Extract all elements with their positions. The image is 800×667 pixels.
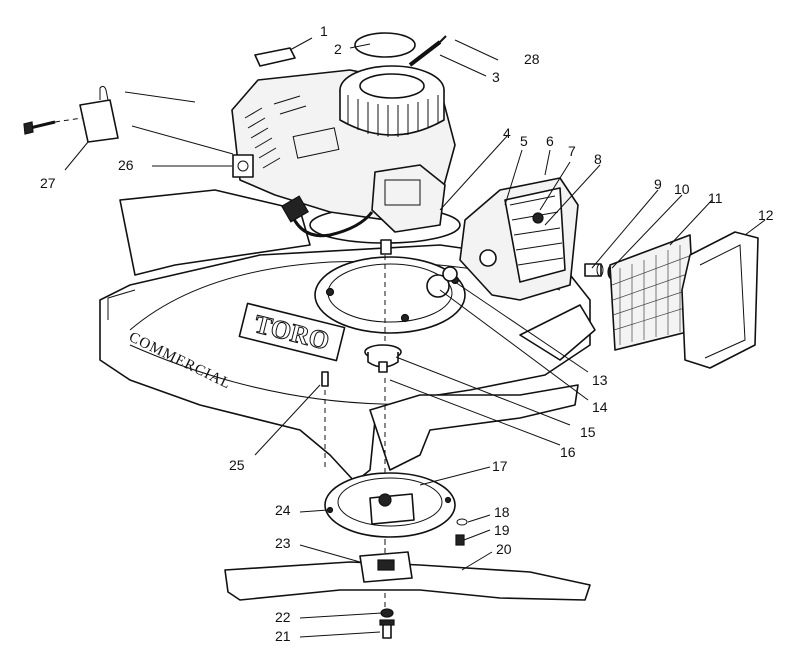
blade-adapter-plate [324, 472, 456, 538]
fuel-line [408, 35, 447, 67]
callout-numbers: 1 2 3 4 5 6 7 8 9 10 11 12 13 14 15 16 1… [40, 23, 774, 644]
callout-25: 25 [229, 457, 245, 473]
deck-pin [321, 371, 329, 387]
engine [231, 65, 461, 255]
callout-4: 4 [503, 125, 511, 141]
leader-lines [64, 37, 766, 638]
bushing [584, 263, 604, 277]
callout-20: 20 [496, 541, 512, 557]
callout-5: 5 [520, 133, 528, 149]
callout-6: 6 [546, 133, 554, 149]
callout-3: 3 [492, 69, 500, 85]
callout-26: 26 [118, 157, 134, 173]
air-cleaner-body [459, 177, 579, 301]
callout-2: 2 [334, 41, 342, 57]
starter-cap [354, 32, 416, 58]
blade [224, 551, 591, 601]
callout-9: 9 [654, 176, 662, 192]
screw [455, 534, 465, 546]
blade-bolt [379, 619, 395, 639]
lock-washer [456, 518, 468, 526]
air-cleaner-cover [681, 231, 759, 369]
callout-7: 7 [568, 143, 576, 159]
blade-washer [380, 608, 394, 618]
callout-19: 19 [494, 522, 510, 538]
callout-18: 18 [494, 504, 510, 520]
air-filter-element [609, 234, 696, 351]
fuel-cap-assembly [426, 266, 458, 298]
deck-opening-ring [314, 256, 466, 334]
callout-17: 17 [492, 458, 508, 474]
callout-15: 15 [580, 424, 596, 440]
callout-16: 16 [560, 444, 576, 460]
callout-8: 8 [594, 151, 602, 167]
callout-21: 21 [275, 628, 291, 644]
callout-27: 27 [40, 175, 56, 191]
engine-bracket [23, 85, 119, 143]
callout-12: 12 [758, 207, 774, 223]
callout-22: 22 [275, 609, 291, 625]
callout-23: 23 [275, 535, 291, 551]
decal [254, 47, 296, 67]
callout-13: 13 [592, 372, 608, 388]
callout-24: 24 [275, 502, 291, 518]
callout-10: 10 [674, 181, 690, 197]
callout-28: 28 [524, 51, 540, 67]
callout-11: 11 [708, 190, 723, 206]
callout-1: 1 [320, 23, 328, 39]
callout-14: 14 [592, 399, 608, 415]
shaft-bushing [364, 344, 402, 373]
